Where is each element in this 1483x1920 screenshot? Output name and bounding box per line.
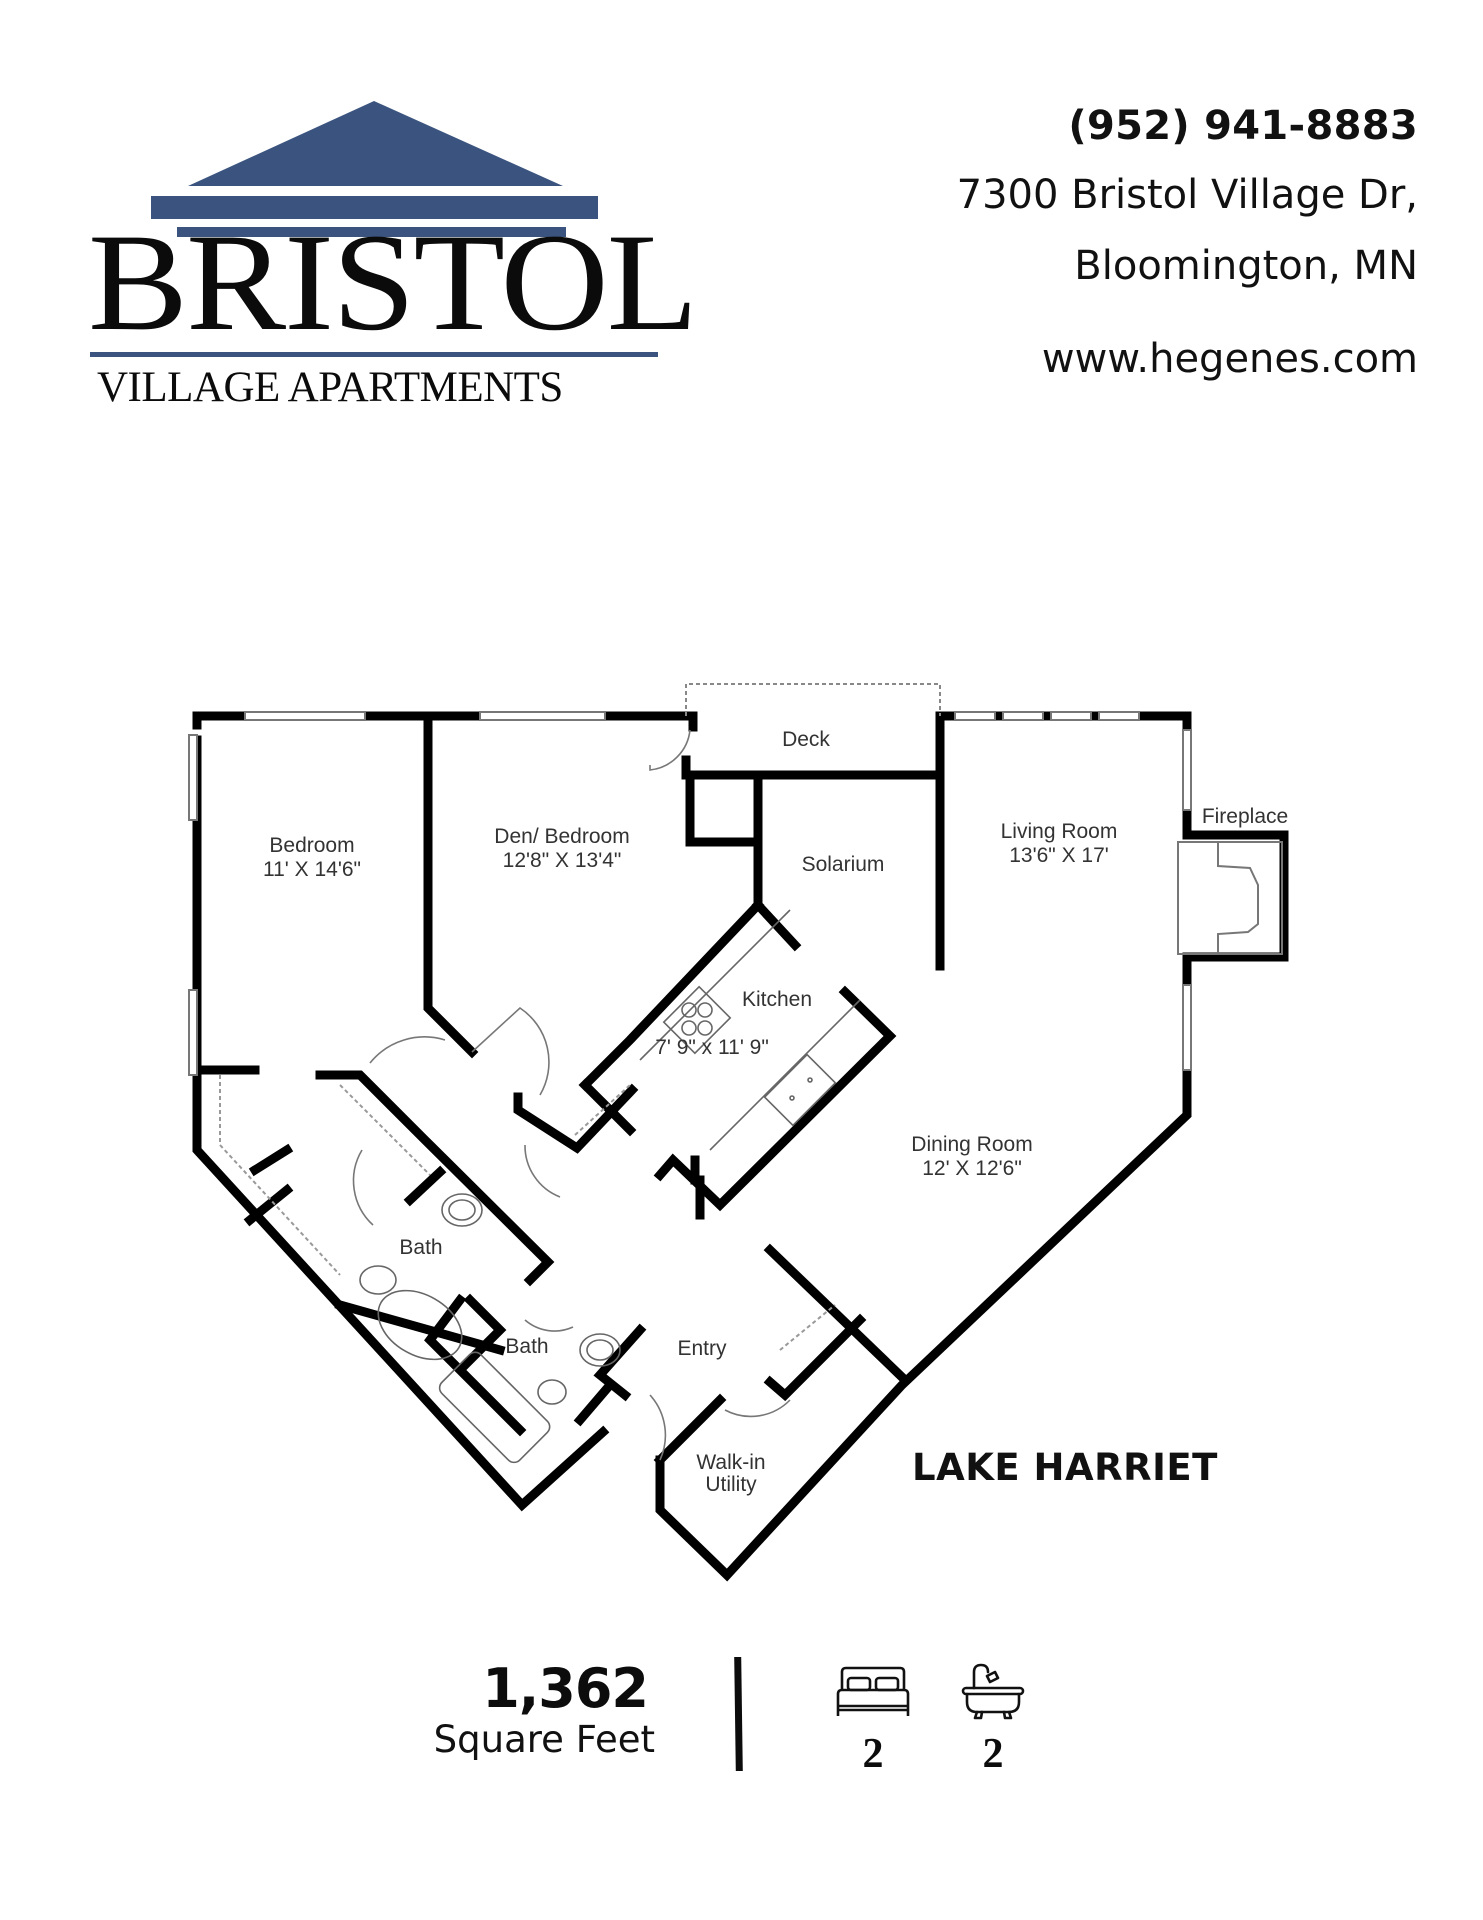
room-dimensions: 12' X 12'6" [922,1157,1022,1180]
brand-name: BRISTOL [88,205,698,360]
room-name: Entry [677,1337,727,1360]
bedroom-count: 2 [862,1731,884,1777]
square-feet-value: 1,362 [482,1657,649,1720]
room-name: Deck [782,728,830,751]
room-dimensions: 11' X 14'6" [263,858,361,881]
room-name: Bath [505,1335,549,1358]
room-name-line2: Utility [705,1473,757,1496]
room-label-entry: Entry [677,1337,726,1361]
room-dimensions: 12'8" X 13'4" [502,849,622,872]
brand-logo: BRISTOL VILLAGE APARTMENTS [0,0,700,440]
brand-subtitle: VILLAGE APARTMENTS [97,364,563,411]
address-line-1: 7300 Bristol Village Dr, [956,172,1418,218]
room-name: Den/ Bedroom [494,825,630,848]
building-roof-icon [90,101,658,357]
bed-icon [836,1666,910,1716]
room-label-deck: Deck [782,728,830,752]
room-name: Dining Room [911,1133,1033,1156]
website-link[interactable]: www.hegenes.com [1041,336,1418,382]
room-name: Kitchen [741,988,813,1011]
room-label-living-room: Living Room 13'6" X 17' [1001,820,1118,868]
room-label-master-bath: Bath [399,1236,442,1260]
room-name: Fireplace [1201,805,1289,828]
room-label-bedroom: Bedroom 11' X 14'6" [263,834,361,882]
room-label-den-bedroom: Den/ Bedroom 12'8" X 13'4" [494,825,629,873]
room-label-dining-room: Dining Room 12' X 12'6" [911,1133,1032,1181]
square-feet-label: Square Feet [433,1718,655,1761]
room-label-solarium: Solarium [802,853,885,877]
room-dimensions: 7' 9" x 11' 9" [655,1036,769,1059]
room-label-bath: Bath [505,1335,548,1359]
address-line-2: Bloomington, MN [1074,243,1418,289]
phone-number[interactable]: (952) 941-8883 [1068,103,1418,149]
room-name: Living Room [1000,820,1118,843]
room-label-fireplace: Fireplace [1202,805,1288,829]
bathtub-icon [961,1663,1025,1720]
room-name: Bath [399,1236,443,1259]
room-name: Bedroom [269,834,355,857]
room-label-kitchen: Kitchen [742,988,812,1012]
floor-plan-name: LAKE HARRIET [912,1446,1218,1489]
room-name: Solarium [801,853,885,876]
room-label-kitchen-dimensions: 7' 9" x 11' 9" [655,1036,769,1060]
room-name: Walk-in [696,1451,766,1474]
room-dimensions: 13'6" X 17' [1009,844,1109,867]
bathroom-count: 2 [982,1731,1004,1777]
room-label-walk-in-utility: Walk-in Utility [696,1452,765,1496]
